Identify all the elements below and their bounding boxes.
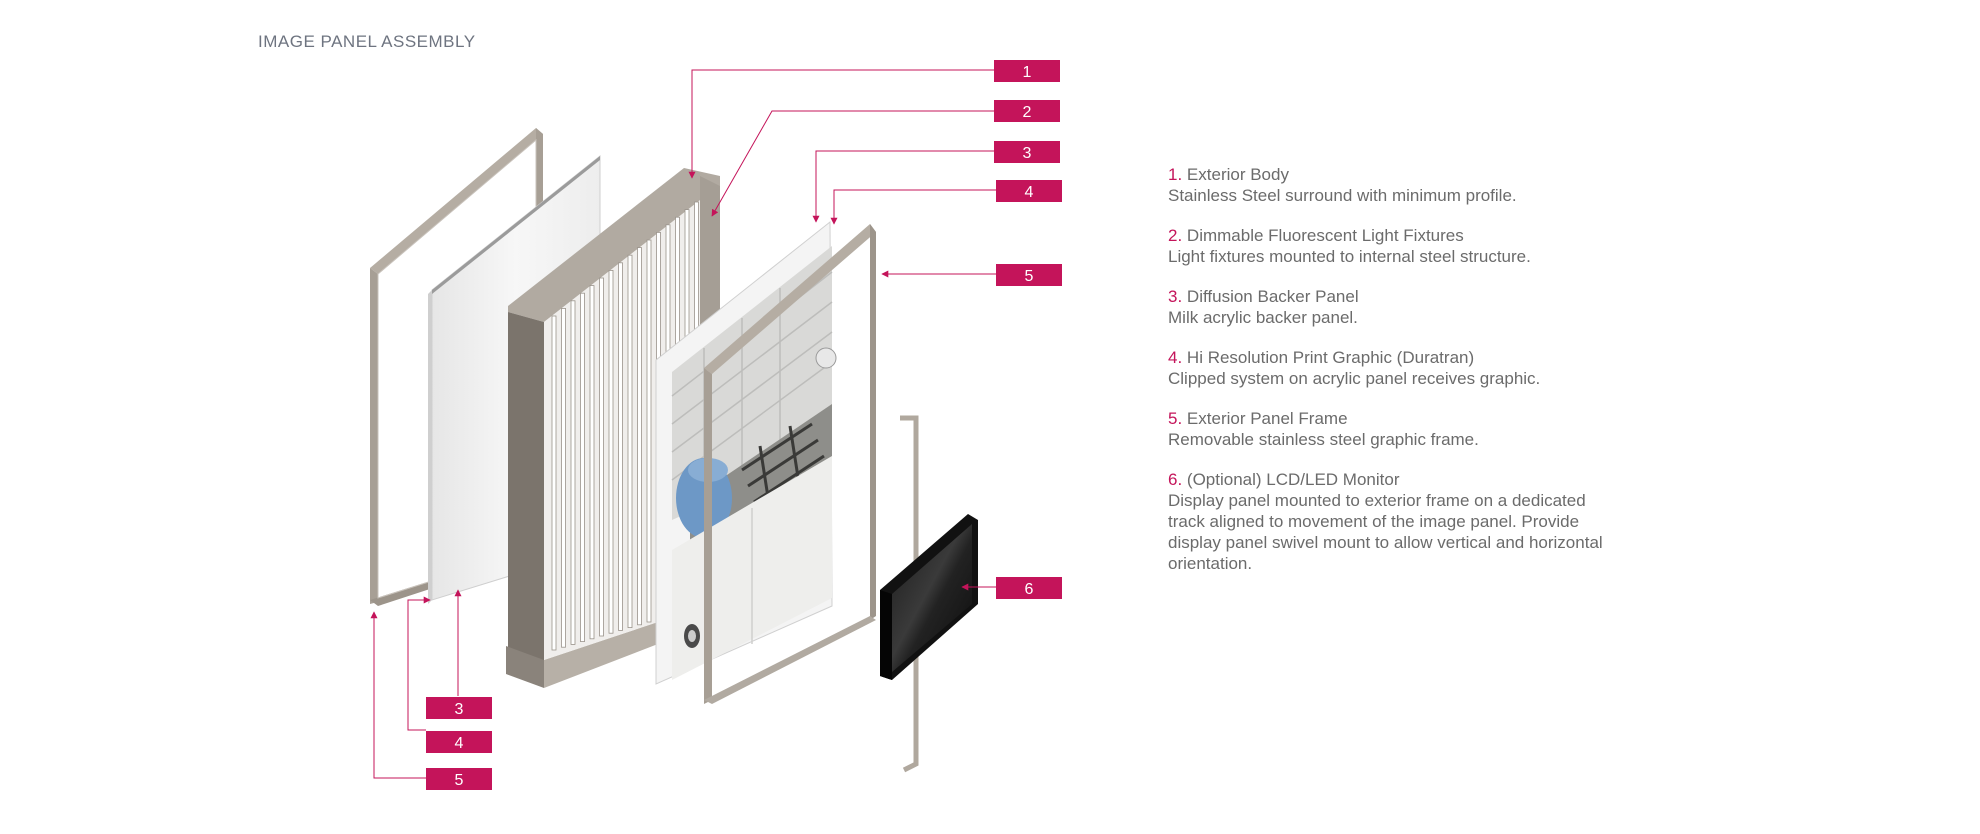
component-legend: 1. Exterior Body Stainless Steel surroun… xyxy=(1168,164,1618,593)
legend-number: 3. xyxy=(1168,287,1183,306)
callout-2-label: 2 xyxy=(1023,104,1032,121)
lcd-monitor xyxy=(880,514,978,680)
legend-item: 3. Diffusion Backer Panel Milk acrylic b… xyxy=(1168,286,1618,328)
legend-description: Clipped system on acrylic panel receives… xyxy=(1168,369,1541,388)
legend-number: 4. xyxy=(1168,348,1183,367)
callout-6-label: 6 xyxy=(1025,581,1034,598)
fluorescent-tube xyxy=(646,239,652,623)
legend-item: 6. (Optional) LCD/LED Monitor Display pa… xyxy=(1168,469,1618,574)
fluorescent-tube xyxy=(561,307,566,648)
legend-number: 5. xyxy=(1168,409,1183,428)
fluorescent-tube xyxy=(589,285,595,640)
fluorescent-tube xyxy=(627,254,633,628)
fluorescent-tube xyxy=(618,262,623,631)
legend-description: Display panel mounted to exterior frame … xyxy=(1168,491,1603,573)
legend-item: 4. Hi Resolution Print Graphic (Duratran… xyxy=(1168,347,1618,389)
callout-3-label: 3 xyxy=(1023,145,1032,162)
legend-title: Diffusion Backer Panel xyxy=(1186,287,1359,306)
legend-item: 2. Dimmable Fluorescent Light Fixtures L… xyxy=(1168,225,1618,267)
legend-description: Milk acrylic backer panel. xyxy=(1168,308,1358,327)
legend-title: Exterior Panel Frame xyxy=(1186,409,1348,428)
callout-5-label: 5 xyxy=(1025,268,1034,285)
legend-item: 1. Exterior Body Stainless Steel surroun… xyxy=(1168,164,1618,206)
callout-4-rear-label: 4 xyxy=(455,735,464,752)
callout-5-rear: 5 xyxy=(426,768,492,790)
page-title: IMAGE PANEL ASSEMBLY xyxy=(258,32,476,51)
fluorescent-tube xyxy=(551,315,557,651)
legend-number: 6. xyxy=(1168,470,1183,489)
callout-3: 3 xyxy=(994,141,1060,163)
callout-1-label: 1 xyxy=(1023,64,1032,81)
legend-title: Exterior Body xyxy=(1186,165,1289,184)
fluorescent-tube xyxy=(608,269,614,634)
leader-lines xyxy=(370,69,996,779)
fluorescent-tube xyxy=(580,292,585,643)
front-panel-frame xyxy=(704,224,876,704)
legend-title: Hi Resolution Print Graphic (Duratran) xyxy=(1186,348,1475,367)
legend-number: 2. xyxy=(1168,226,1183,245)
callout-2: 2 xyxy=(994,100,1060,122)
legend-item: 5. Exterior Panel Frame Removable stainl… xyxy=(1168,408,1618,450)
legend-description: Removable stainless steel graphic frame. xyxy=(1168,430,1479,449)
callout-4: 4 xyxy=(996,180,1062,202)
callout-5-rear-label: 5 xyxy=(455,772,464,789)
fluorescent-tube xyxy=(570,300,576,645)
callout-4-rear: 4 xyxy=(426,731,492,753)
callout-3-rear-label: 3 xyxy=(455,701,464,718)
legend-title: (Optional) LCD/LED Monitor xyxy=(1186,470,1400,489)
legend-description: Stainless Steel surround with minimum pr… xyxy=(1168,186,1517,205)
callout-4-label: 4 xyxy=(1025,184,1034,201)
fluorescent-tube xyxy=(637,247,642,626)
callout-1: 1 xyxy=(994,60,1060,82)
legend-description: Light fixtures mounted to internal steel… xyxy=(1168,247,1531,266)
fluorescent-tube xyxy=(599,277,604,637)
callout-6: 6 xyxy=(996,577,1062,599)
callout-5: 5 xyxy=(996,264,1062,286)
callout-3-rear: 3 xyxy=(426,697,492,719)
legend-title: Dimmable Fluorescent Light Fixtures xyxy=(1186,226,1464,245)
legend-number: 1. xyxy=(1168,165,1183,184)
